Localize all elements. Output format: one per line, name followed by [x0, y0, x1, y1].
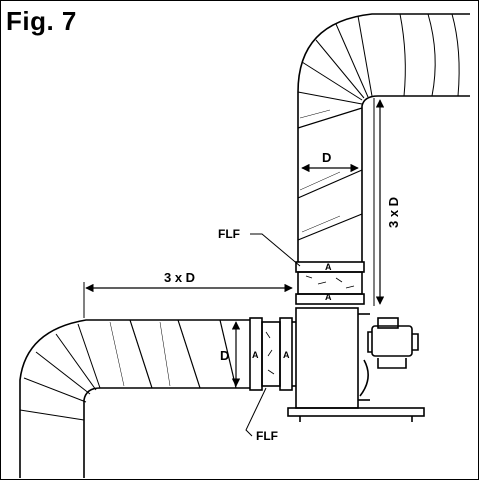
diameter-label-lower: D [220, 348, 229, 363]
marker-a-lower-2: A [283, 350, 290, 360]
diameter-label-upper: D [322, 150, 331, 165]
vertical-duct [297, 13, 470, 262]
lower-flexible-connector [249, 317, 296, 391]
flf-leader-lower [245, 387, 267, 437]
horizontal-distance-label: 3 x D [164, 270, 195, 285]
flf-leader-upper [250, 233, 301, 267]
marker-a-upper: A [325, 262, 332, 272]
marker-a-lower: A [252, 350, 259, 360]
fan-unit [287, 307, 425, 422]
upper-flexible-connector [295, 261, 365, 305]
flf-label-lower: FLF [256, 429, 278, 443]
vertical-distance-label: 3 x D [386, 197, 401, 228]
flf-label-upper: FLF [218, 227, 240, 241]
marker-a-upper-2: A [325, 292, 332, 302]
figure-title: Fig. 7 [6, 6, 77, 36]
horizontal-duct [19, 319, 250, 478]
